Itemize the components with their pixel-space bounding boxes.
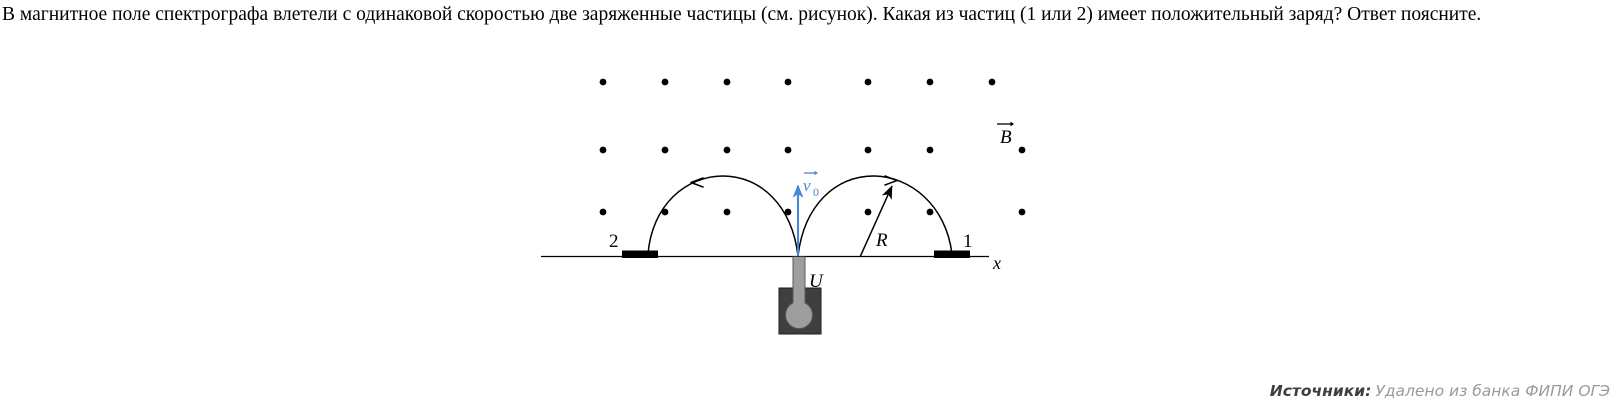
magnetic-field-dot-grid — [599, 78, 1026, 216]
field-dot — [864, 208, 872, 216]
question-text: В магнитное поле спектрографа влетели с … — [2, 4, 1482, 25]
field-dot — [1018, 208, 1026, 216]
field-dot — [988, 78, 996, 86]
arrow-left-head — [690, 177, 704, 188]
particle-2-trajectory — [647, 175, 799, 257]
x-axis: x — [541, 253, 1001, 273]
field-dot — [926, 146, 934, 154]
source-footer: Источники:Удалено из банка ФИПИ ОГЭ — [1270, 382, 1610, 400]
field-dot — [661, 78, 669, 86]
field-dot — [599, 208, 607, 216]
velocity-subscript-label: 0 — [813, 185, 819, 199]
field-dot — [864, 146, 872, 154]
velocity-vector: v 0 — [792, 170, 819, 256]
detector-2-label: 2 — [609, 231, 619, 252]
particle-source-device: U — [778, 256, 824, 335]
physics-figure: B v 0 R x 2 1 — [541, 78, 1026, 335]
field-dot — [784, 146, 792, 154]
field-dot — [864, 78, 872, 86]
magnetic-field-label: B — [997, 121, 1014, 148]
field-dot — [784, 208, 792, 216]
velocity-vector-label: v — [803, 176, 811, 195]
field-dot — [723, 208, 731, 216]
radius-indicator: R — [859, 185, 893, 258]
particle-1-trajectory — [797, 175, 953, 257]
source-footer-label: Источники: — [1269, 382, 1372, 400]
field-dot — [599, 78, 607, 86]
voltage-label: U — [809, 271, 824, 292]
field-dot — [723, 146, 731, 154]
detector-1-label: 1 — [963, 231, 973, 252]
field-dot — [926, 78, 934, 86]
detector-plate-1: 1 — [934, 231, 973, 258]
arrow-right-head — [884, 175, 898, 186]
field-dot — [1018, 146, 1026, 154]
field-dot — [661, 208, 669, 216]
field-dot — [723, 78, 731, 86]
source-footer-value: Удалено из банка ФИПИ ОГЭ — [1375, 382, 1610, 400]
field-dot — [661, 146, 669, 154]
field-vector-label: B — [1000, 127, 1012, 148]
detector-plate-2: 2 — [609, 231, 658, 258]
radius-label: R — [875, 230, 888, 251]
field-dot — [926, 208, 934, 216]
x-axis-label: x — [992, 253, 1001, 273]
field-dot — [784, 78, 792, 86]
field-dot — [599, 146, 607, 154]
